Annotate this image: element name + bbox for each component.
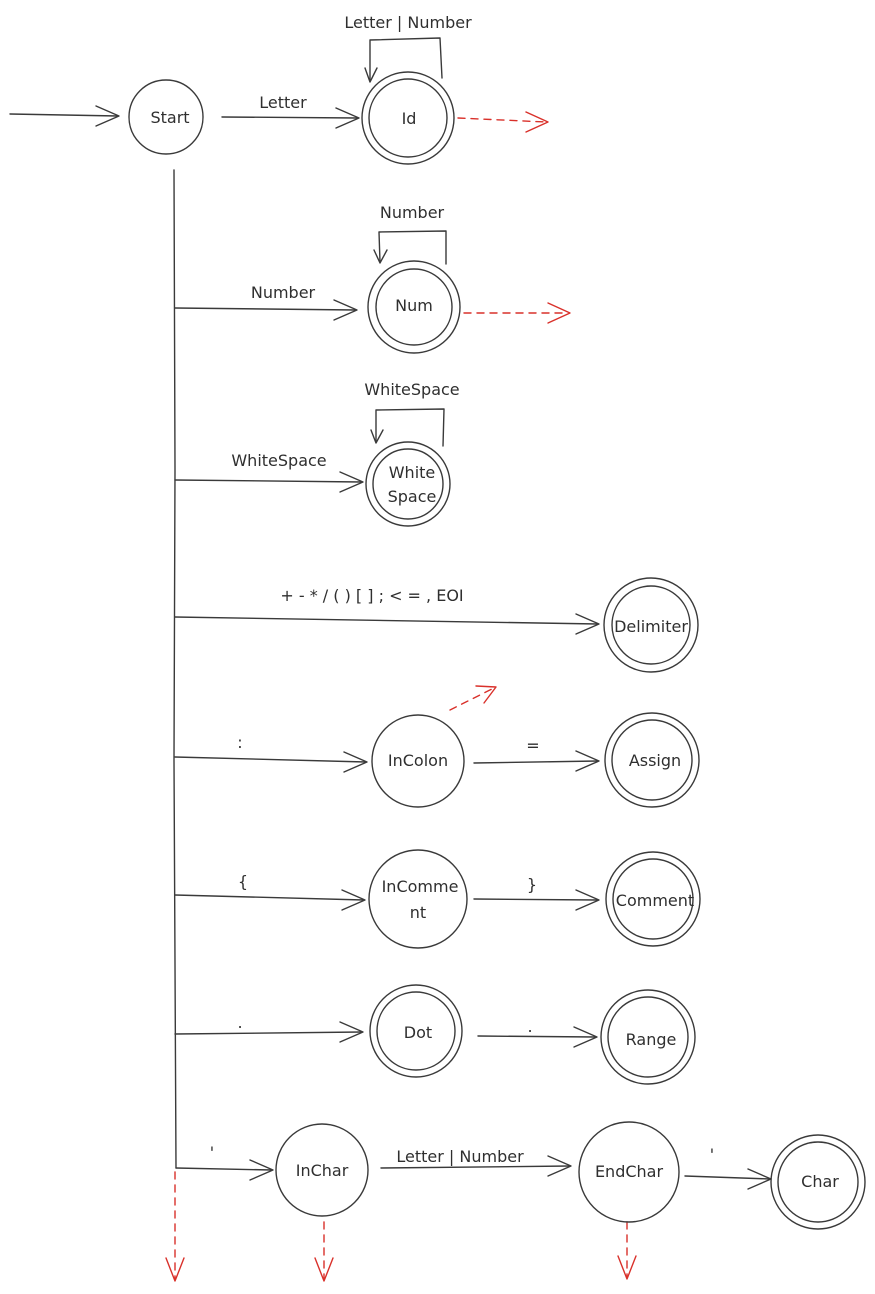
label-start-to-whitespace: WhiteSpace	[231, 451, 326, 470]
state-char: Char	[770, 1134, 866, 1230]
state-delimiter: Delimiter	[603, 577, 699, 673]
edge-start-to-inchar	[175, 1159, 274, 1181]
state-start-label: Start	[150, 108, 189, 127]
edge-start-to-incolon	[174, 751, 368, 773]
state-num: Num	[367, 260, 461, 354]
state-delimiter-label: Delimiter	[614, 617, 688, 636]
state-inchar: InChar	[275, 1123, 369, 1217]
other-arrow-incolon	[449, 685, 497, 711]
label-start-to-inchar: '	[210, 1143, 214, 1162]
edge-num-loop	[373, 230, 447, 265]
label-start-to-incolon: :	[237, 733, 242, 752]
state-incolon-label: InColon	[388, 751, 448, 770]
state-id-label: Id	[402, 109, 417, 128]
state-range: Range	[600, 989, 696, 1085]
state-char-label: Char	[801, 1172, 839, 1191]
label-start-to-num: Number	[251, 283, 316, 302]
entry-arrow	[9, 105, 120, 127]
edge-start-to-delimiter	[174, 613, 600, 635]
state-incomment: InComme nt	[368, 849, 468, 949]
state-whitespace: White Space	[365, 441, 451, 527]
edge-endchar-to-char	[684, 1168, 772, 1190]
state-assign-label: Assign	[629, 751, 681, 770]
label-whitespace-loop: WhiteSpace	[364, 380, 459, 399]
label-incomment-to-comment: }	[527, 875, 537, 894]
label-start-to-incomment: {	[238, 872, 248, 891]
state-endchar: EndChar	[578, 1121, 680, 1223]
edge-whitespace-loop	[370, 408, 445, 447]
label-start-to-dot: .	[237, 1013, 242, 1032]
edge-start-to-incomment	[174, 889, 366, 911]
state-whitespace-label-2: Space	[388, 487, 437, 506]
edge-inchar-to-endchar	[380, 1155, 572, 1177]
state-incomment-label-1: InComme	[382, 877, 459, 896]
label-inchar-to-endchar: Letter | Number	[396, 1147, 524, 1166]
edge-incolon-to-assign	[473, 750, 600, 772]
state-dot-label: Dot	[404, 1023, 432, 1042]
edge-start-to-whitespace	[174, 471, 364, 493]
other-arrow-start	[165, 1171, 185, 1282]
label-start-to-delimiter: + - * / ( ) [ ] ; < = , EOI	[280, 586, 463, 605]
state-incomment-label-2: nt	[410, 903, 426, 922]
edge-incomment-to-comment	[473, 889, 600, 911]
label-dot-to-range: .	[527, 1017, 532, 1036]
state-id: Id	[361, 71, 455, 165]
state-incolon: InColon	[371, 714, 465, 808]
label-incolon-to-assign: =	[526, 736, 539, 755]
start-trunk	[173, 169, 177, 1169]
state-endchar-label: EndChar	[595, 1162, 664, 1181]
state-num-label: Num	[395, 296, 433, 315]
state-comment-label: Comment	[616, 891, 694, 910]
other-arrow-endchar	[617, 1221, 637, 1280]
label-start-to-id: Letter	[259, 93, 307, 112]
edge-start-to-num	[174, 299, 358, 321]
state-start: Start	[128, 79, 204, 155]
label-id-loop: Letter | Number	[344, 13, 472, 32]
edge-start-to-dot	[174, 1021, 364, 1043]
other-arrow-num	[463, 302, 571, 324]
state-inchar-label: InChar	[296, 1161, 349, 1180]
other-arrow-id	[457, 111, 549, 133]
edge-dot-to-range	[477, 1026, 598, 1048]
other-arrow-inchar	[314, 1221, 334, 1282]
state-range-label: Range	[626, 1030, 677, 1049]
label-num-loop: Number	[380, 203, 445, 222]
edge-start-to-id	[221, 107, 360, 129]
state-assign: Assign	[604, 712, 700, 808]
edge-id-loop	[364, 37, 443, 83]
state-comment: Comment	[605, 851, 701, 947]
state-whitespace-label-1: White	[389, 463, 436, 482]
state-dot: Dot	[369, 984, 463, 1078]
label-endchar-to-char: '	[710, 1145, 714, 1164]
